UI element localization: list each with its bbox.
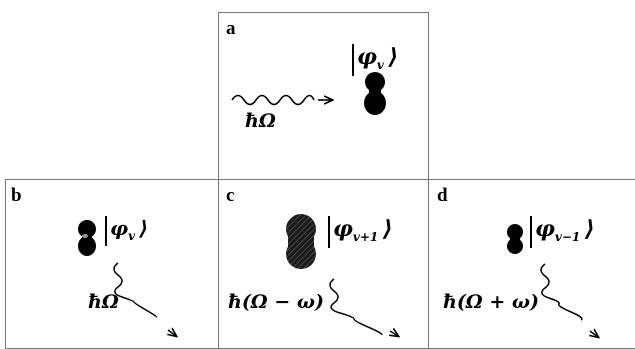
ket-d-symbol: φ [535, 216, 555, 242]
ket-c-subscript: v+1 [353, 230, 378, 244]
photon-label-b: ħΩ [88, 291, 119, 313]
incoming-photon-wave [232, 96, 314, 105]
ket-b-bar [105, 216, 107, 246]
scattered-photon-wave-b [114, 263, 156, 317]
photon-label-c: ħ(Ω − ω) [228, 291, 324, 313]
ket-a-symbol: φ [357, 44, 377, 70]
ket-a-subscript: v [377, 58, 384, 72]
ket-b-symbol: φ [110, 216, 128, 240]
ket-c: φv+1 ⟩ [333, 216, 393, 244]
molecule-a [364, 72, 386, 115]
scattered-photon-wave-d [541, 264, 582, 320]
ket-d-subscript: v−1 [555, 230, 580, 244]
molecule-c [286, 214, 316, 269]
ket-d: φv−1 ⟩ [535, 216, 595, 244]
ket-a-bar [352, 44, 354, 76]
ket-c-symbol: φ [333, 216, 353, 242]
molecule-d [507, 224, 523, 254]
ket-c-bar [328, 216, 330, 248]
ket-a: φv ⟩ [357, 44, 398, 72]
photon-label-a: ħΩ [245, 110, 276, 132]
photon-label-d: ħ(Ω + ω) [443, 291, 539, 313]
ket-b-subscript: v [128, 229, 135, 243]
ket-d-bar [530, 216, 532, 248]
molecule-b [78, 220, 96, 256]
ket-b: φv ⟩ [110, 216, 148, 243]
scattered-photon-wave-c [330, 279, 382, 335]
